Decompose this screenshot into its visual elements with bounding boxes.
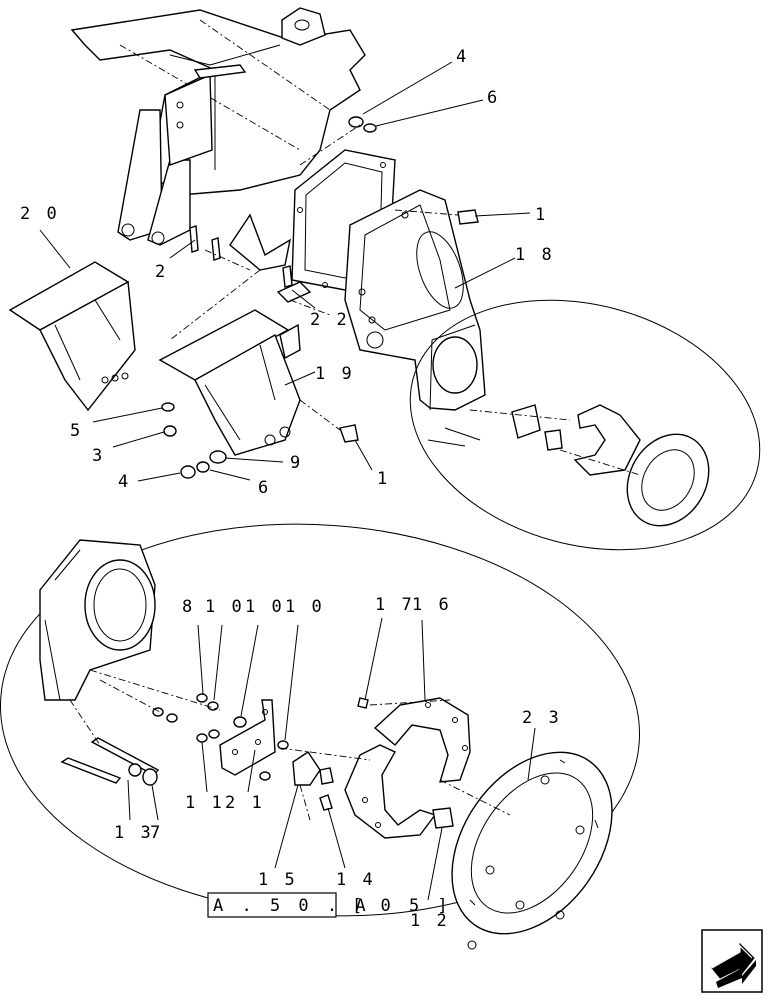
label-17: 1 7 bbox=[375, 595, 415, 615]
label-9: 9 bbox=[290, 453, 303, 473]
label-5: 5 bbox=[70, 421, 83, 441]
label-10-a: 1 0 bbox=[205, 597, 245, 617]
label-1-mid: 1 bbox=[377, 469, 390, 489]
reference-link[interactable]: A . 5 0 . A [ 0 5 ] bbox=[207, 892, 452, 918]
small-angle-bracket bbox=[229, 213, 291, 271]
label-2: 2 bbox=[155, 262, 168, 282]
label-4-mid: 4 bbox=[118, 472, 131, 492]
label-3: 3 bbox=[92, 446, 105, 466]
label-18: 1 8 bbox=[515, 245, 555, 265]
label-15: 1 5 bbox=[258, 870, 298, 890]
callout-lines bbox=[39, 61, 536, 901]
mount-bracket-20 bbox=[8, 261, 136, 412]
gearbox-housing-18 bbox=[344, 189, 486, 411]
label-4-top: 4 bbox=[456, 47, 469, 67]
main-frame-tube bbox=[70, 7, 366, 246]
label-6-mid: 6 bbox=[258, 478, 271, 498]
label-7: 7 bbox=[150, 823, 163, 843]
label-23: 2 3 bbox=[522, 708, 562, 728]
reference-box[interactable] bbox=[207, 892, 337, 918]
label-19: 1 9 bbox=[315, 364, 355, 384]
label-22: 2 2 bbox=[310, 310, 350, 330]
fasteners-upper bbox=[161, 116, 479, 479]
label-10-c: 1 0 bbox=[285, 597, 325, 617]
label-13: 1 3 bbox=[114, 823, 154, 843]
label-14: 1 4 bbox=[336, 870, 376, 890]
part-labels: 4 6 2 0 1 1 8 2 2 2 1 9 5 3 9 1 4 6 8 1 … bbox=[20, 47, 562, 931]
label-11: 1 1 bbox=[185, 793, 225, 813]
label-1-top: 1 bbox=[535, 205, 548, 225]
label-12: 1 2 bbox=[410, 911, 450, 931]
detail-oval-upper bbox=[409, 299, 761, 551]
reference-suffix: [ 0 5 ] bbox=[352, 896, 452, 916]
label-10-b: 1 0 bbox=[245, 597, 285, 617]
mount-bracket-19 bbox=[158, 309, 301, 456]
label-8: 8 bbox=[182, 597, 195, 617]
label-6-top: 6 bbox=[487, 88, 500, 108]
label-16: 1 6 bbox=[412, 595, 452, 615]
reference-code: A . 5 0 . A bbox=[213, 896, 370, 916]
label-21: 2 1 bbox=[225, 793, 265, 813]
label-20: 2 0 bbox=[20, 204, 60, 224]
next-page-arrow-icon[interactable] bbox=[701, 929, 763, 993]
detail-oval-lower bbox=[0, 523, 641, 950]
